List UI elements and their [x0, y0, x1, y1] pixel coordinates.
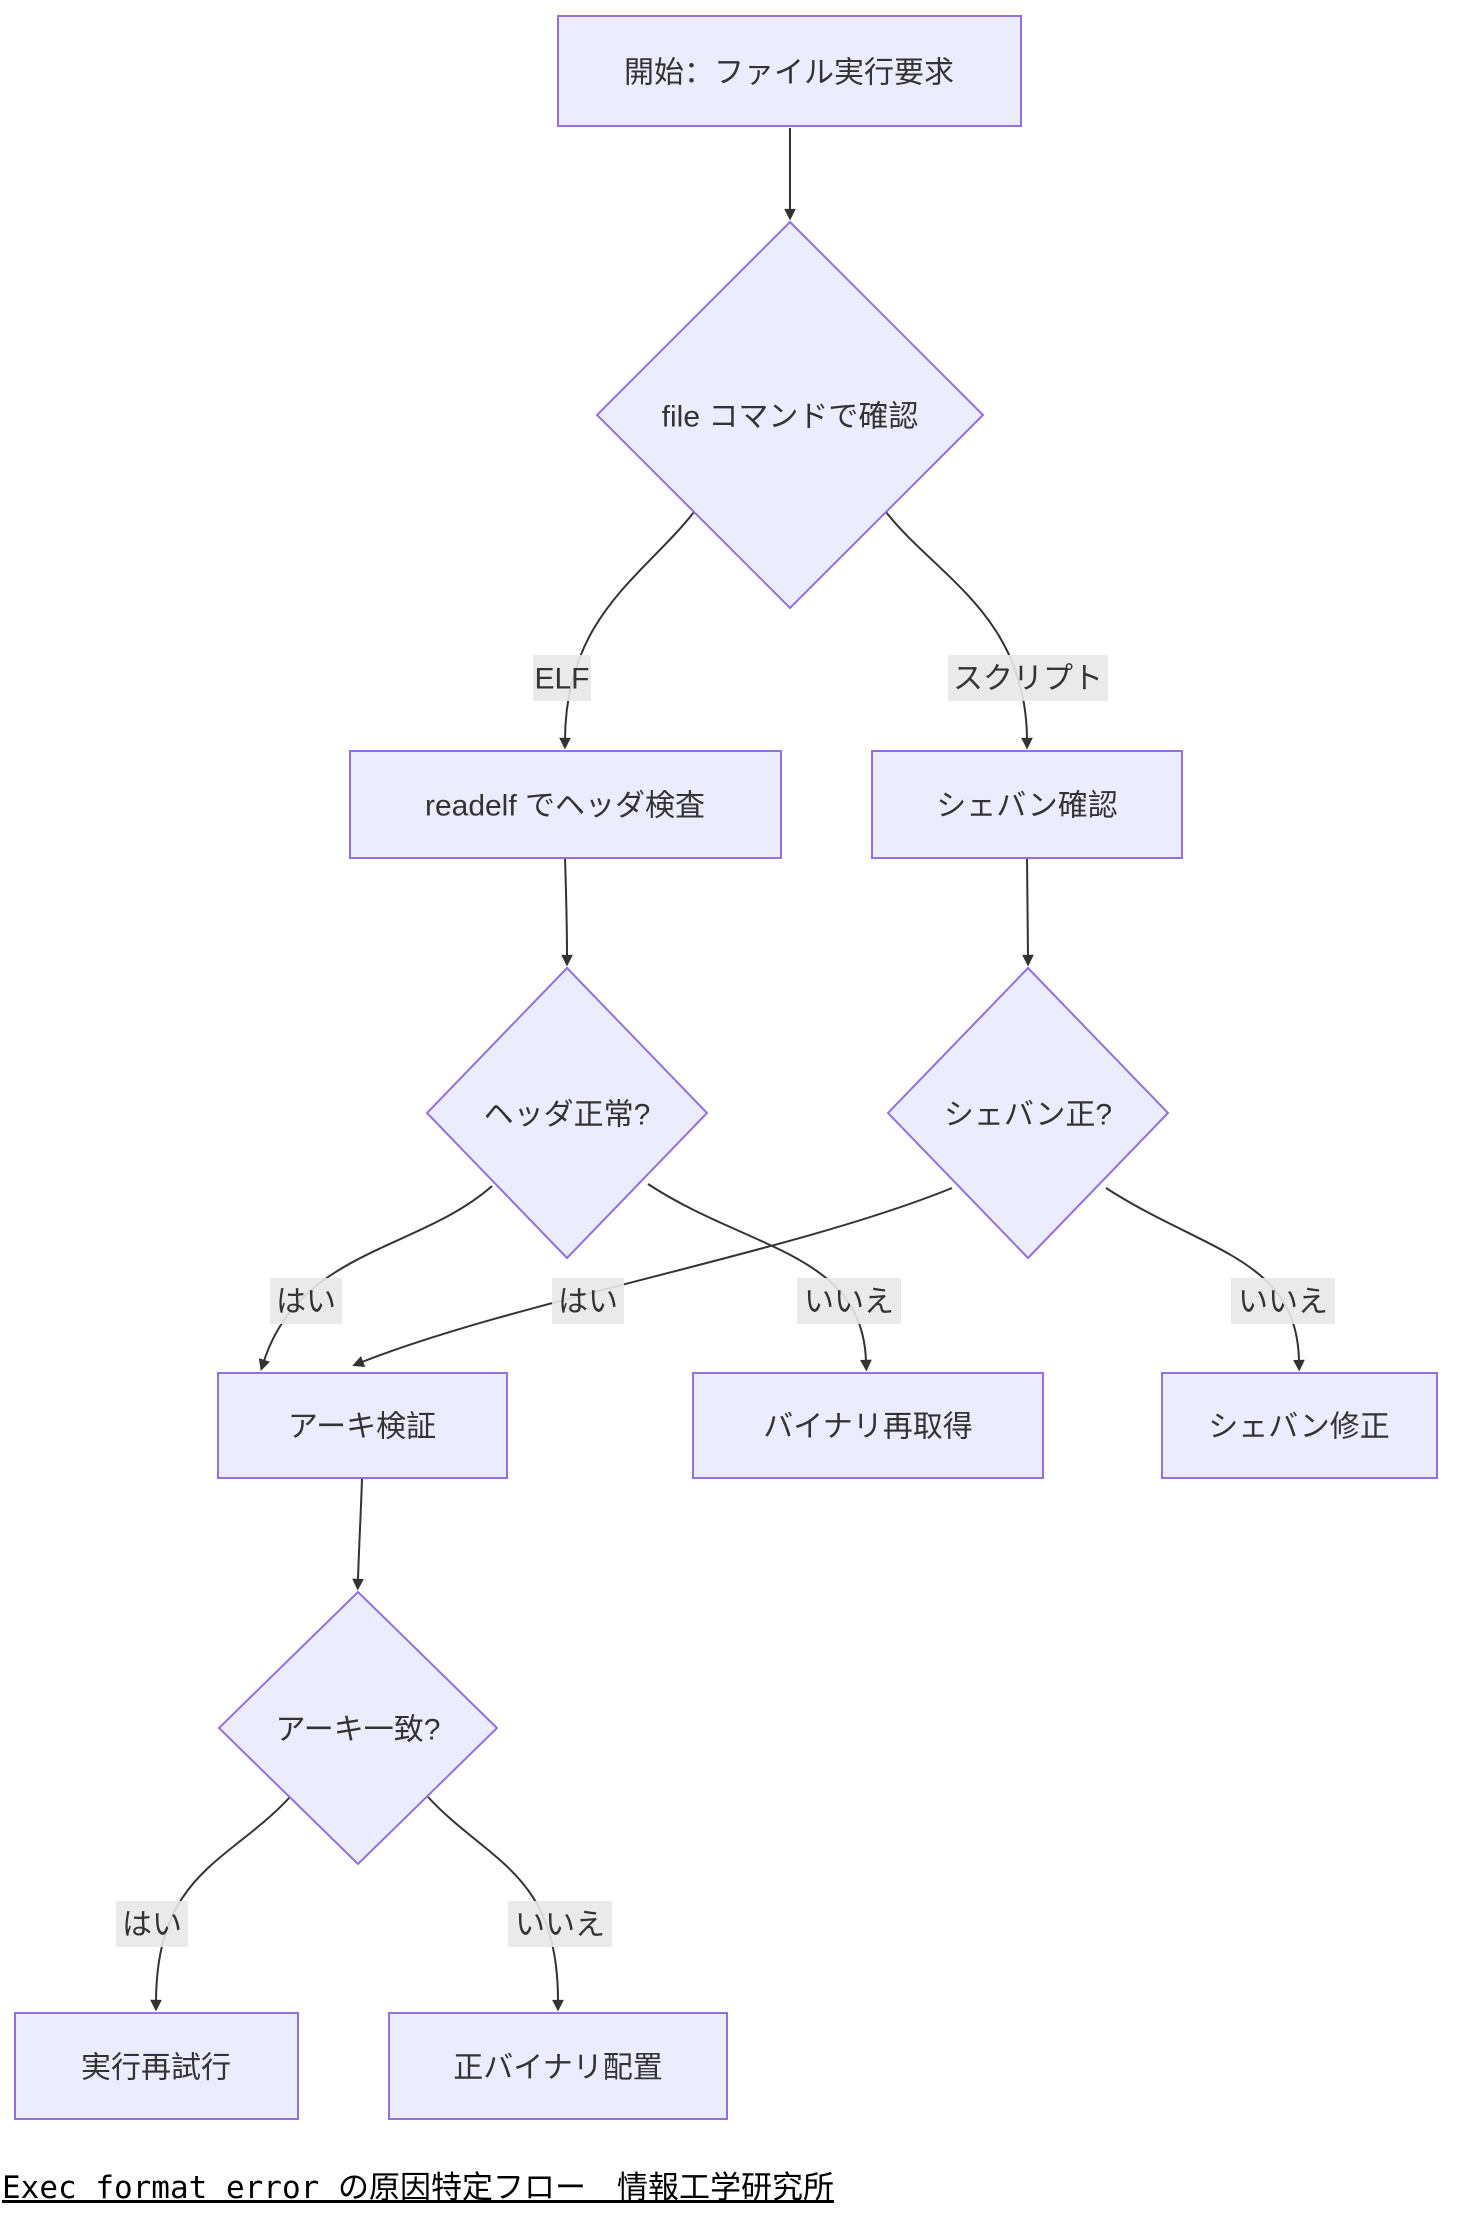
- edge-archmatch-to-placebinary: [427, 1796, 564, 2012]
- node-place-binary-shape: [388, 2012, 728, 2120]
- edge-headerok-to-archverify: [258, 1185, 493, 1371]
- node-binary-refetch-shape: [692, 1372, 1044, 1479]
- edge-label-yes3-bg: [116, 1901, 188, 1947]
- node-readelf-label: readelf でヘッダ検査: [425, 790, 705, 823]
- edge-label-no3-text: いいえ: [515, 1909, 605, 1942]
- node-shebang-fix-label: シェバン修正: [1208, 1411, 1390, 1444]
- edge-label-no1-bg: [797, 1278, 901, 1324]
- edge-label-no2-bg: [1231, 1278, 1335, 1324]
- edge-label-elf-text: ELF: [534, 663, 589, 696]
- node-shebang-ok-shape: [886, 966, 1170, 1260]
- node-file-check-shape: [595, 220, 985, 610]
- node-header-ok: ヘッダ正常?: [425, 966, 709, 1260]
- node-shebang-ok: シェバン正?: [886, 966, 1170, 1260]
- diagram-caption-text: Exec format error の原因特定フロー 情報工学研究所: [2, 2170, 834, 2206]
- node-shebang-fix-shape: [1161, 1372, 1438, 1479]
- node-binary-refetch-label: バイナリ再取得: [763, 1411, 972, 1444]
- edge-filecheck-to-readelf: [559, 511, 695, 750]
- node-arch-verify-label: アーキ検証: [288, 1411, 436, 1444]
- edge-label-elf-bg: [533, 655, 591, 701]
- node-arch-match-shape: [217, 1590, 499, 1866]
- node-header-ok-label: ヘッダ正常?: [484, 1099, 651, 1132]
- edge-headerok-to-binaryrefetch: [647, 1183, 872, 1372]
- node-shebang-ok-label: シェバン正?: [944, 1099, 1112, 1132]
- node-readelf: readelf でヘッダ検査: [349, 750, 782, 859]
- edge-readelf-to-headerok: [561, 857, 573, 967]
- edge-shebangok-to-archverify: [352, 1187, 953, 1368]
- node-start-shape: [557, 15, 1022, 127]
- node-arch-match: アーキ一致?: [217, 1590, 499, 1866]
- node-arch-verify: アーキ検証: [217, 1372, 508, 1479]
- node-file-check: file コマンドで確認: [595, 220, 985, 610]
- edge-label-yes2-bg: [552, 1278, 624, 1324]
- node-retry-exec-shape: [14, 2012, 299, 2120]
- edge-label-no3-bg: [508, 1901, 612, 1947]
- edge-label-script-bg: [948, 655, 1108, 701]
- edge-label-yes3-text: はい: [122, 1909, 182, 1942]
- node-retry-exec-label: 実行再試行: [81, 2052, 231, 2085]
- edge-label-no2: いいえ: [1231, 1278, 1335, 1324]
- node-shebang-check-shape: [871, 750, 1183, 859]
- edge-label-script: スクリプト: [948, 655, 1108, 701]
- edge-label-yes2: はい: [552, 1278, 624, 1324]
- node-header-ok-shape: [425, 966, 709, 1260]
- edge-label-no2-text: いいえ: [1238, 1286, 1328, 1319]
- edge-filecheck-to-shebangcheck: [885, 511, 1033, 750]
- edge-label-no3: いいえ: [508, 1901, 612, 1947]
- node-place-binary: 正バイナリ配置: [388, 2012, 728, 2120]
- edges: [150, 128, 1305, 2012]
- edge-label-yes1-text: はい: [276, 1286, 336, 1319]
- node-arch-verify-shape: [217, 1372, 508, 1479]
- node-shebang-check-label: シェバン確認: [936, 790, 1118, 823]
- node-file-check-label: file コマンドで確認: [662, 401, 919, 434]
- node-readelf-shape: [349, 750, 782, 859]
- node-start-label: 開始：ファイル実行要求: [624, 57, 954, 90]
- edge-labels: ELF スクリプト はい はい いいえ いいえ: [116, 655, 1335, 1947]
- node-arch-match-label: アーキ一致?: [276, 1714, 441, 1747]
- node-shebang-check: シェバン確認: [871, 750, 1183, 859]
- node-place-binary-label: 正バイナリ配置: [453, 2052, 662, 2085]
- edge-label-yes3: はい: [116, 1901, 188, 1947]
- node-shebang-fix: シェバン修正: [1161, 1372, 1438, 1479]
- node-binary-refetch: バイナリ再取得: [692, 1372, 1044, 1479]
- diagram-caption: Exec format error の原因特定フロー 情報工学研究所: [2, 2168, 834, 2208]
- edge-label-no1-text: いいえ: [804, 1286, 894, 1319]
- edge-label-yes1: はい: [270, 1278, 342, 1324]
- edge-shebangcheck-to-shebangok: [1022, 857, 1034, 967]
- nodes: 開始：ファイル実行要求 file コマンドで確認 readelf でヘッダ検査 …: [14, 15, 1438, 2120]
- node-retry-exec: 実行再試行: [14, 2012, 299, 2120]
- node-start: 開始：ファイル実行要求: [557, 15, 1022, 127]
- edge-label-yes1-bg: [270, 1278, 342, 1324]
- edge-label-no1: いいえ: [797, 1278, 901, 1324]
- edge-archverify-to-archmatch: [352, 1477, 364, 1591]
- edge-label-yes2-text: はい: [558, 1286, 618, 1319]
- edge-label-script-text: スクリプト: [953, 663, 1103, 696]
- edge-shebangok-to-shebangfix: [1105, 1187, 1305, 1372]
- edge-label-elf: ELF: [533, 655, 591, 701]
- edge-archmatch-to-retryexec: [150, 1796, 291, 2012]
